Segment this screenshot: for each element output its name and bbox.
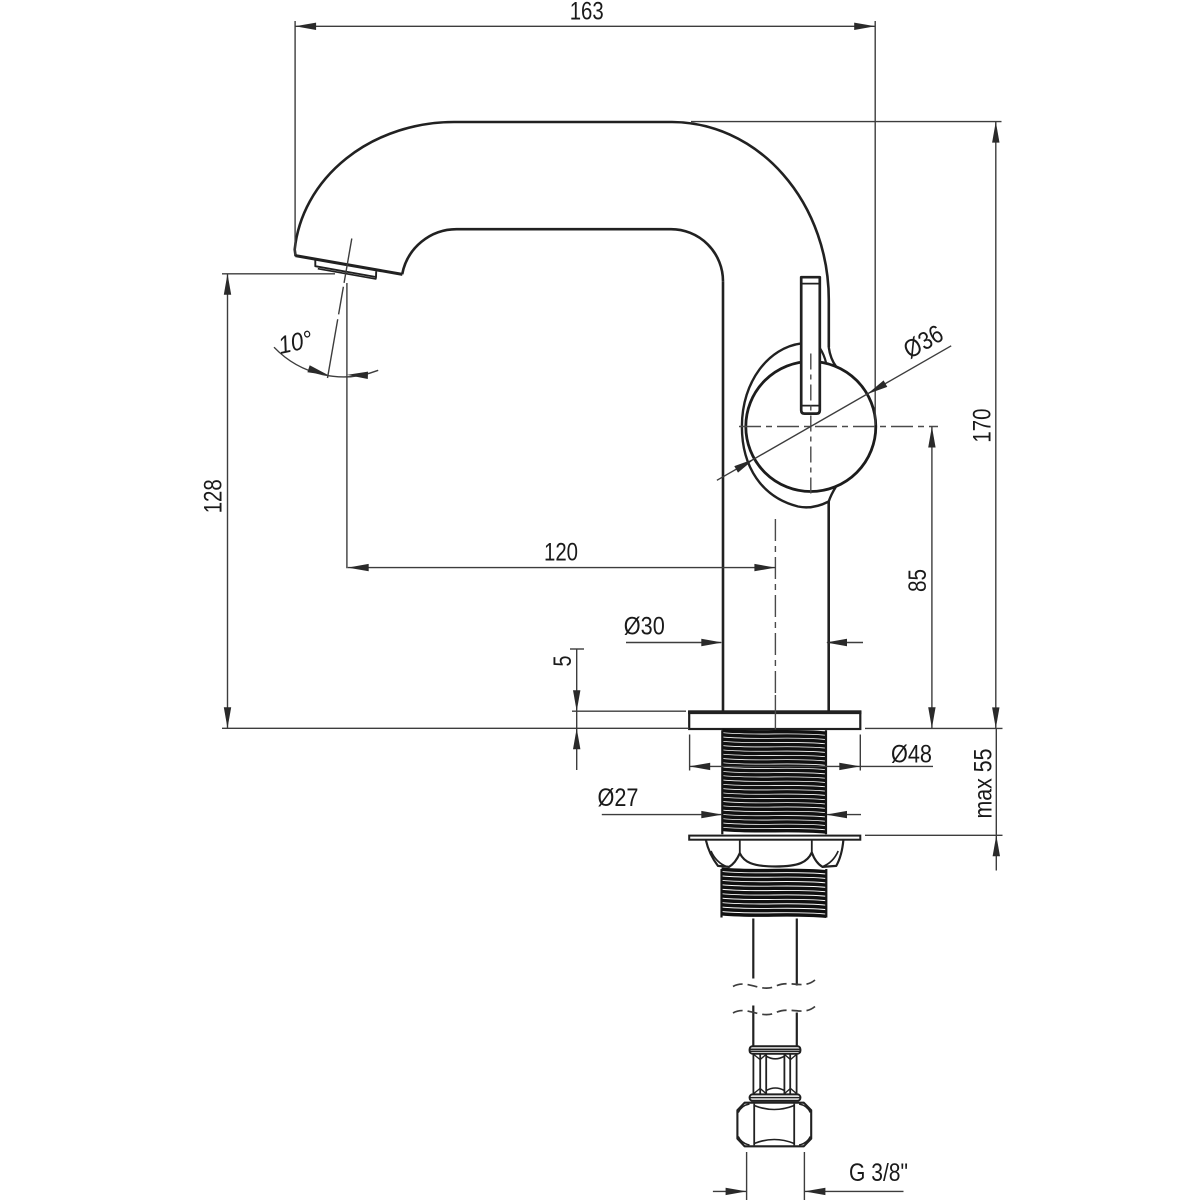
svg-text:85: 85 — [904, 569, 932, 592]
svg-text:170: 170 — [969, 409, 997, 443]
svg-text:128: 128 — [200, 479, 228, 513]
svg-text:5: 5 — [549, 656, 577, 667]
svg-text:120: 120 — [544, 538, 578, 566]
svg-text:Ø27: Ø27 — [598, 784, 639, 812]
svg-text:10°: 10° — [276, 325, 315, 359]
svg-text:Ø48: Ø48 — [891, 741, 932, 769]
svg-text:max 55: max 55 — [970, 749, 998, 819]
svg-text:G 3/8": G 3/8" — [849, 1159, 908, 1187]
svg-text:Ø30: Ø30 — [624, 613, 665, 641]
svg-text:163: 163 — [570, 0, 604, 26]
